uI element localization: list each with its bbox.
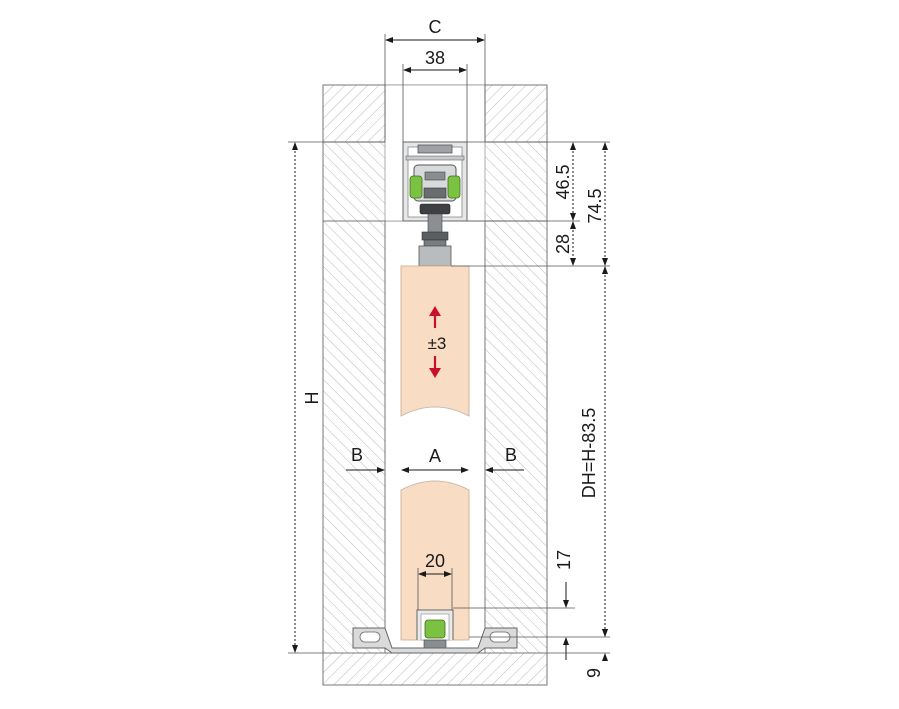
dimension-38: 38	[402, 48, 468, 142]
dimension-46-5: 46.5	[467, 141, 610, 222]
label-74-5: 74.5	[585, 188, 605, 223]
right-roller-green	[447, 175, 461, 199]
dimension-9: 9	[547, 629, 610, 678]
left-roller-green	[409, 175, 423, 199]
bottom-guide	[352, 609, 518, 654]
dimension-dh: DH=H-83.5	[469, 266, 610, 638]
label-c: C	[429, 17, 442, 37]
dimension-b-left: B	[346, 445, 385, 473]
label-28: 28	[553, 234, 573, 254]
dimension-74-5: 74.5	[585, 142, 608, 266]
label-17: 17	[554, 550, 574, 570]
label-h: H	[302, 392, 322, 405]
bottom-roller-green	[424, 619, 446, 639]
label-9: 9	[584, 668, 604, 678]
label-a: A	[429, 446, 441, 466]
label-46-5: 46.5	[553, 164, 573, 199]
floor-block	[322, 652, 548, 686]
hanger-bracket	[418, 245, 452, 267]
dimension-c: C	[384, 17, 486, 142]
label-20: 20	[425, 551, 445, 571]
left-screw-slot	[359, 631, 381, 643]
top-track-profile	[402, 141, 468, 222]
hanger-bolt	[421, 213, 449, 247]
right-wall	[484, 220, 548, 654]
adjustment-arrows: ±3	[428, 306, 447, 378]
dimension-a: A	[401, 446, 469, 473]
label-b-left: B	[351, 445, 363, 465]
left-wall	[322, 220, 386, 654]
dimension-17: 17	[453, 550, 575, 660]
label-dh: DH=H-83.5	[579, 408, 599, 499]
dimension-28: 28	[451, 221, 610, 267]
label-38: 38	[425, 48, 445, 68]
dimension-b-right: B	[485, 445, 524, 473]
adjustment-label: ±3	[428, 334, 447, 353]
dimension-h: H	[288, 141, 385, 654]
dimension-20: 20	[417, 551, 453, 610]
label-b-right: B	[505, 445, 517, 465]
